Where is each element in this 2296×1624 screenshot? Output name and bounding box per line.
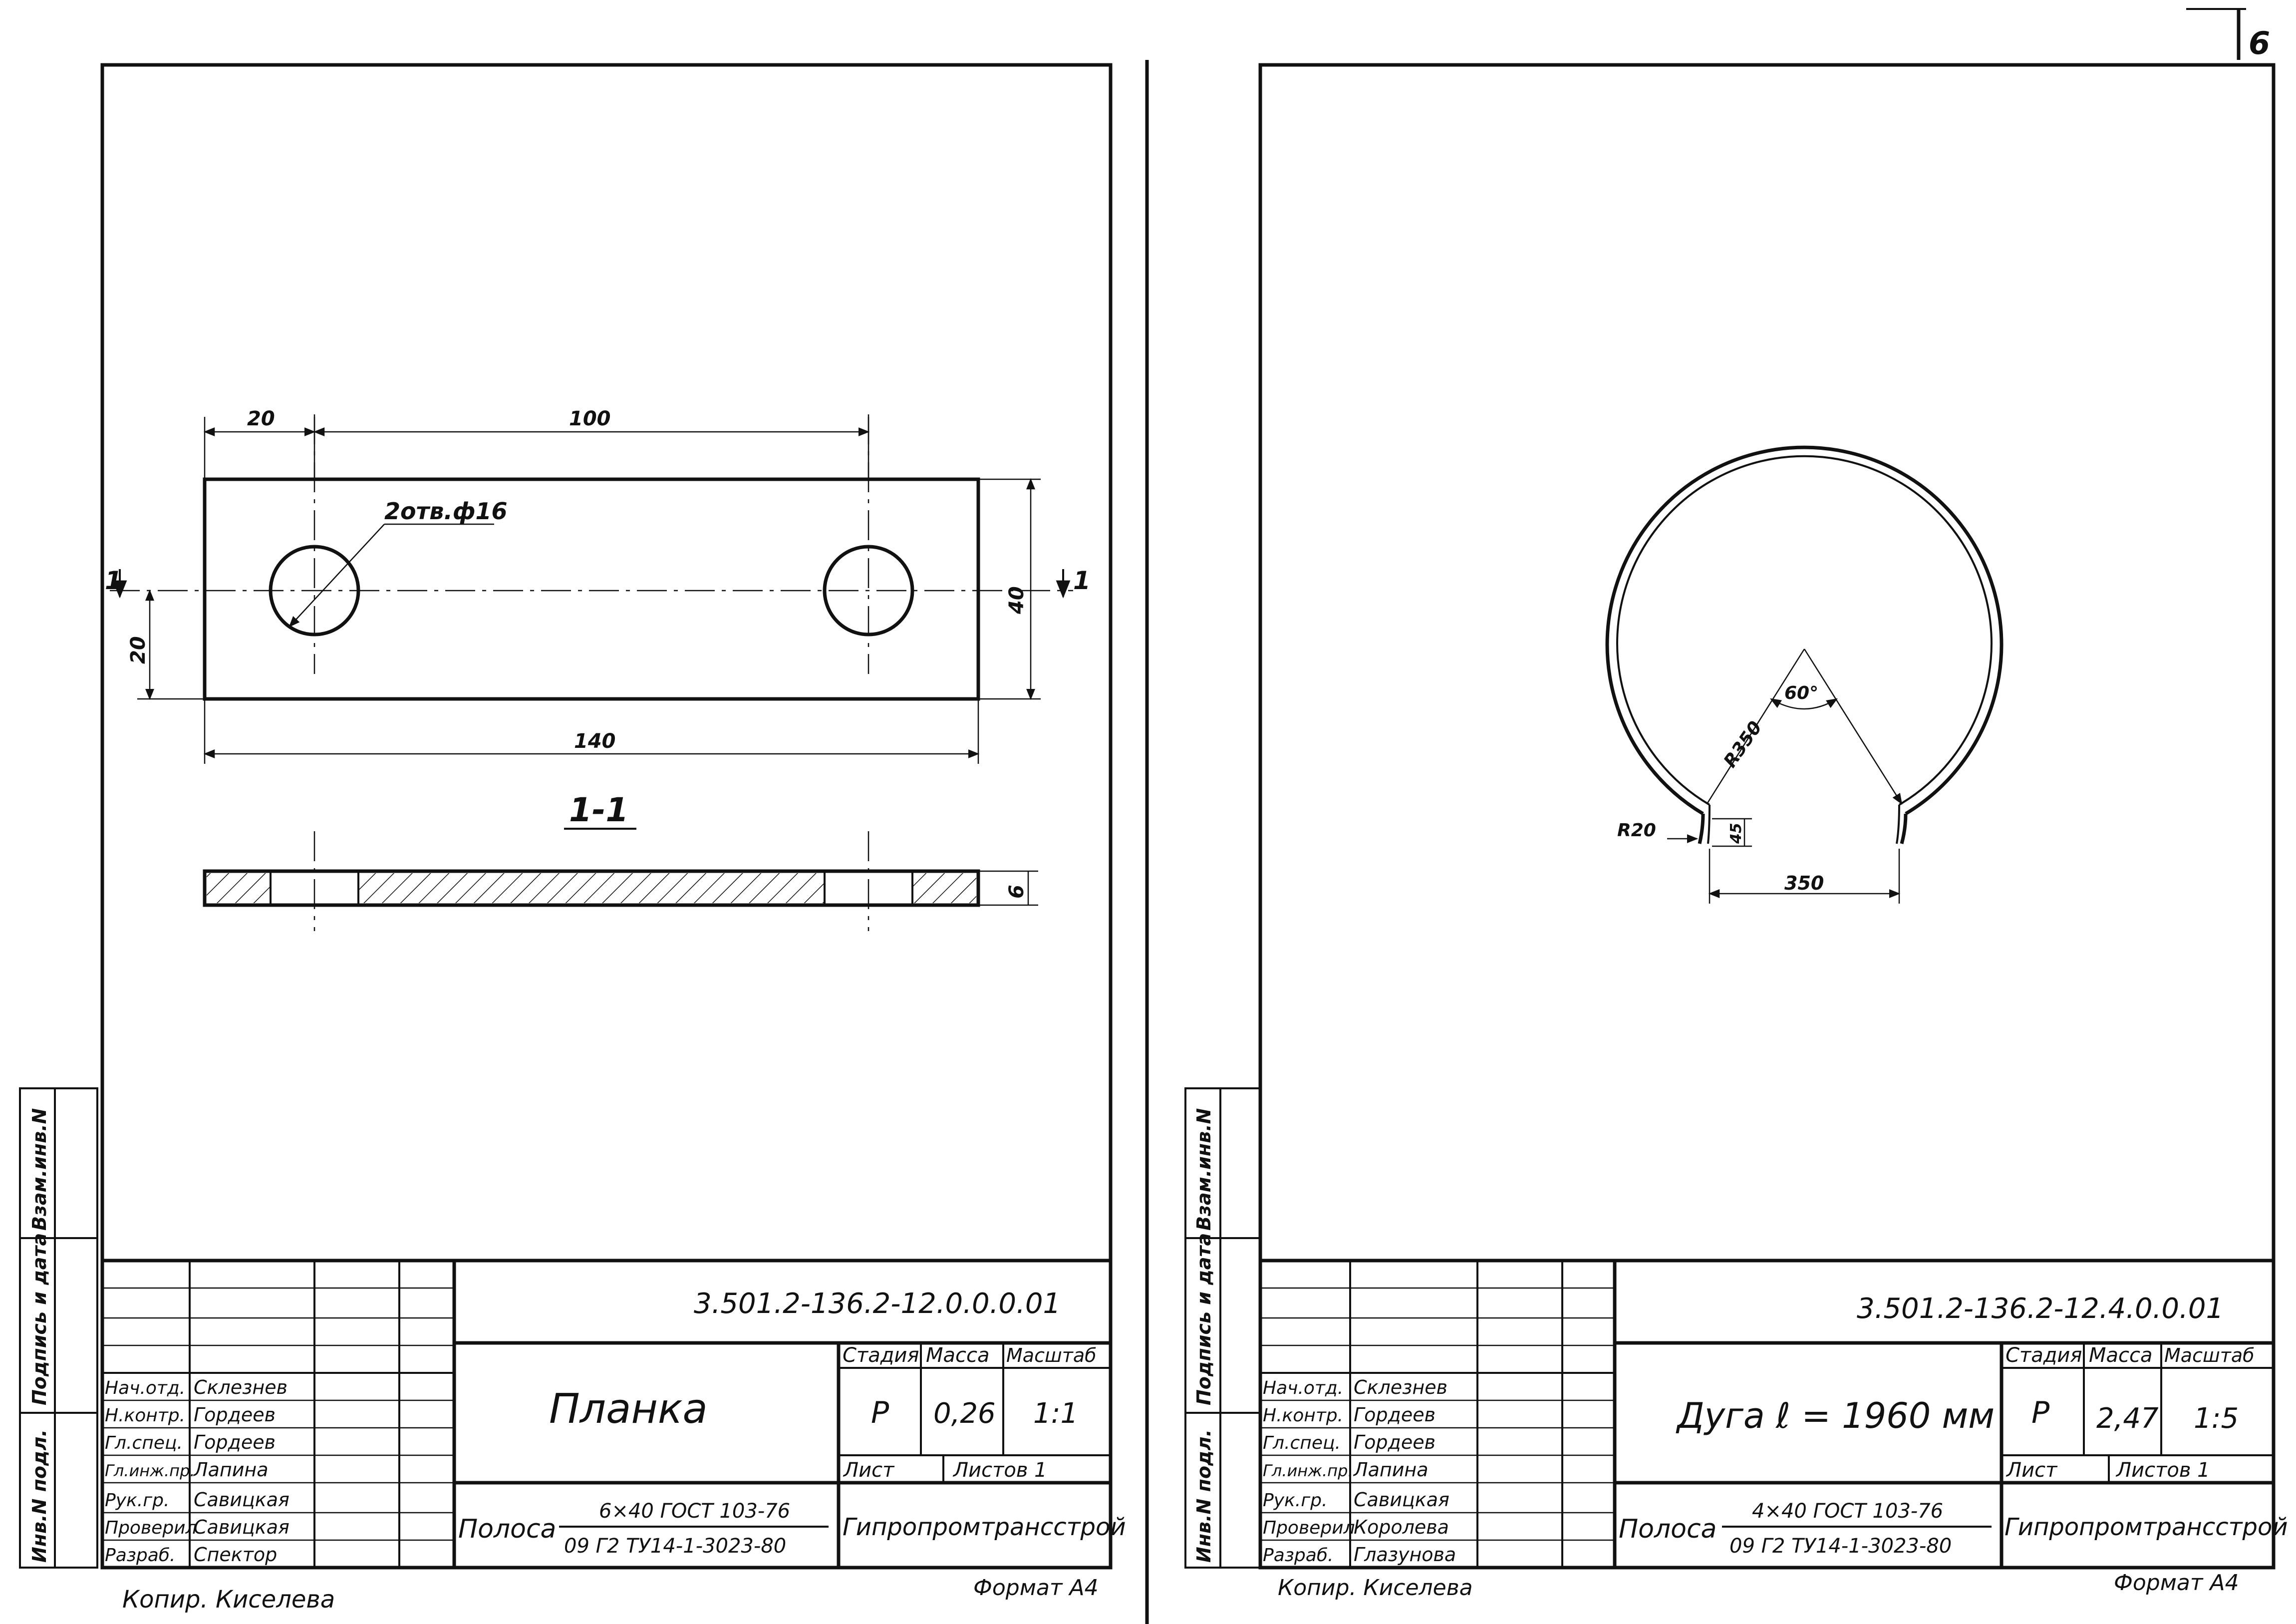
svg-text:Гордеев: Гордеев	[1354, 1431, 1435, 1453]
right-side-strip	[1184, 1087, 1261, 1569]
left-copy: Копир. Киселева	[122, 1586, 335, 1614]
svg-text:Листов 1: Листов 1	[2115, 1459, 2210, 1482]
svg-text:Масса: Масса	[2089, 1344, 2153, 1367]
dim-140: 140	[574, 730, 616, 753]
right-doc-code: 3.501.2-136.2-12.4.0.0.01	[1857, 1293, 2224, 1325]
svg-text:Проверил: Проверил	[105, 1518, 197, 1538]
hole-note: 2отв.ф16	[384, 498, 508, 525]
right-mass: 2,47	[2096, 1402, 2159, 1435]
svg-text:Склезнев: Склезнев	[1354, 1376, 1447, 1398]
page-number: 6	[2249, 25, 2270, 61]
svg-text:Савицкая: Савицкая	[194, 1489, 289, 1511]
right-format: Формат А4	[2114, 1570, 2239, 1596]
svg-text:Масштаб: Масштаб	[1006, 1344, 1097, 1366]
svg-text:Н.контр.: Н.контр.	[1263, 1405, 1343, 1426]
right-copy: Копир. Киселева	[1278, 1575, 1473, 1601]
dim-20-top: 20	[247, 407, 275, 430]
arc-outer	[1605, 445, 2004, 815]
svg-text:Н.контр.: Н.контр.	[105, 1405, 185, 1426]
svg-text:Рук.гр.: Рук.гр.	[1263, 1490, 1327, 1511]
svg-text:Гордеев: Гордеев	[1354, 1404, 1435, 1426]
right-title-block: Нач.отд. Склезнев Н.контр. Гордеев Гл.сп…	[1260, 1259, 2288, 1568]
section-marker-left: 1	[105, 566, 122, 595]
svg-text:Гордеев: Гордеев	[194, 1431, 276, 1453]
svg-text:Лапина: Лапина	[1353, 1459, 1429, 1481]
svg-text:Проверил: Проверил	[1263, 1518, 1355, 1538]
right-side-label-podpis: Подпись и дата	[1193, 1233, 1215, 1405]
svg-text:Разраб.: Разраб.	[105, 1545, 175, 1566]
right-stage: Р	[2031, 1395, 2050, 1430]
svg-text:Савицкая: Савицкая	[1354, 1489, 1449, 1511]
svg-text:Гл.спец.: Гл.спец.	[105, 1433, 183, 1453]
svg-text:Масштаб: Масштаб	[2164, 1344, 2255, 1366]
radius-20: R20	[1617, 820, 1656, 841]
dim-20-left: 20	[127, 636, 150, 664]
left-mass: 0,26	[933, 1397, 996, 1430]
svg-text:Рук.гр.: Рук.гр.	[105, 1490, 169, 1511]
section-title: 1-1	[569, 791, 628, 829]
svg-text:Склезнев: Склезнев	[194, 1376, 287, 1398]
left-org: Гипропромтрансстрой	[843, 1513, 1126, 1541]
section-view: 1-1 6	[203, 791, 1038, 931]
svg-text:Глазунова: Глазунова	[1354, 1544, 1456, 1566]
left-sheet: Взам.инв.N Подпись и дата Инв.N подл. 20…	[19, 63, 1126, 1614]
left-title-block: Нач.отд. Склезнев Н.контр. Гордеев Гл.сп…	[102, 1259, 1126, 1568]
dim-100: 100	[569, 407, 611, 430]
svg-text:Королева: Королева	[1354, 1516, 1449, 1538]
svg-text:Лапина: Лапина	[193, 1459, 269, 1481]
angle-label: 60°	[1784, 683, 1818, 703]
left-format: Формат А4	[973, 1575, 1099, 1601]
left-material-bottom: 09 Г2 ТУ14-1-3023-80	[564, 1535, 786, 1558]
svg-text:Гордеев: Гордеев	[194, 1404, 276, 1426]
right-sheet: Взам.инв.N Подпись и дата Инв.N подл. 60…	[1184, 63, 2288, 1601]
dim-45: 45	[1727, 823, 1745, 844]
section-marker-right: 1	[1073, 566, 1091, 595]
left-frame	[100, 63, 1113, 1570]
left-material-top: 6×40 ГОСТ 103-76	[599, 1500, 790, 1523]
left-side-label-inv: Инв.N подл.	[28, 1429, 50, 1563]
svg-text:Гл.спец.: Гл.спец.	[1263, 1433, 1341, 1453]
radius-350: R350	[1720, 717, 1766, 771]
left-doc-code: 3.501.2-136.2-12.0.0.0.01	[694, 1288, 1061, 1320]
svg-text:Спектор: Спектор	[194, 1544, 277, 1566]
svg-text:Стадия: Стадия	[843, 1344, 919, 1367]
left-stage: Р	[871, 1395, 889, 1430]
svg-text:Нач.отд.: Нач.отд.	[1263, 1378, 1343, 1398]
svg-text:Разраб.: Разраб.	[1263, 1545, 1333, 1566]
left-material-label: Полоса	[458, 1514, 556, 1544]
svg-text:Гл.инж.пр.: Гл.инж.пр.	[105, 1461, 195, 1480]
left-side-label-podpis: Подпись и дата	[28, 1233, 50, 1405]
right-frame	[1258, 63, 2276, 1570]
svg-text:Савицкая: Савицкая	[194, 1516, 289, 1538]
right-material-top: 4×40 ГОСТ 103-76	[1752, 1500, 1943, 1523]
svg-text:Нач.отд.: Нач.отд.	[105, 1378, 185, 1398]
svg-text:Гл.инж.пр.: Гл.инж.пр.	[1263, 1461, 1353, 1480]
right-material-label: Полоса	[1619, 1514, 1717, 1544]
section-strip	[203, 869, 980, 907]
plate-plan-view: 20 100 40 20 140 2отв.ф16 1 1	[105, 407, 1091, 764]
left-scale: 1:1	[1033, 1397, 1078, 1430]
right-side-label-vzam: Взам.инв.N	[1193, 1108, 1215, 1231]
right-scale: 1:5	[2194, 1402, 2239, 1435]
left-item-name: Планка	[549, 1385, 708, 1433]
right-item-name: Дуга ℓ = 1960 мм	[1676, 1395, 1995, 1436]
arc-view: 60° R350 R20 45 350	[1605, 445, 2004, 904]
svg-text:Лист: Лист	[843, 1459, 895, 1482]
left-side-label-vzam: Взам.инв.N	[28, 1108, 50, 1231]
svg-text:Стадия: Стадия	[2006, 1344, 2082, 1367]
plate-outline	[203, 477, 980, 701]
svg-text:Листов 1: Листов 1	[952, 1459, 1047, 1482]
svg-text:Лист: Лист	[2006, 1459, 2058, 1482]
right-org: Гипропромтрансстрой	[2005, 1513, 2288, 1541]
right-side-label-inv: Инв.N подл.	[1193, 1429, 1215, 1563]
dim-350: 350	[1784, 872, 1824, 894]
dim-40: 40	[1005, 586, 1028, 615]
dim-6: 6	[1005, 885, 1028, 899]
arc-inner	[1616, 455, 1993, 806]
right-material-bottom: 09 Г2 ТУ14-1-3023-80	[1729, 1535, 1952, 1558]
svg-text:Масса: Масса	[926, 1344, 990, 1367]
